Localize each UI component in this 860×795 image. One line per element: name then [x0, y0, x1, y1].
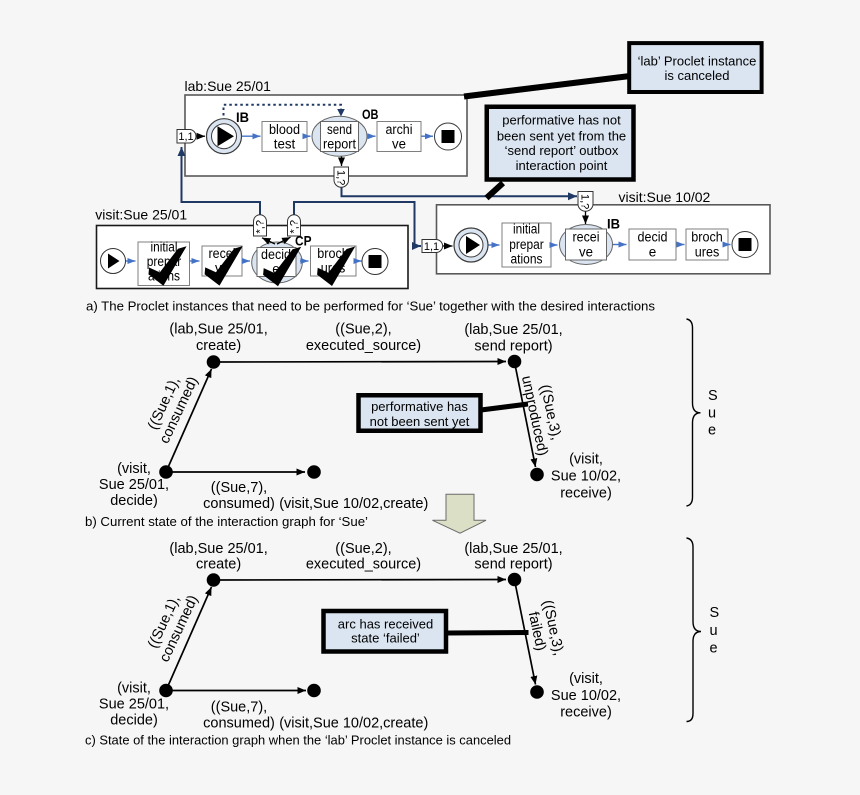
svg-text:prepar: prepar [509, 237, 544, 252]
svg-text:ve: ve [579, 245, 593, 260]
svg-text:initial: initial [151, 240, 178, 255]
svg-text:arc has received: arc has received [338, 616, 433, 631]
svg-text:interaction point: interaction point [516, 158, 608, 173]
svg-text:Sue 10/02,: Sue 10/02, [551, 688, 621, 704]
svg-text:1,?: 1,? [335, 170, 347, 185]
svg-text:decide): decide) [110, 713, 158, 729]
svg-text:decid: decid [638, 230, 668, 245]
svg-text:receive): receive) [560, 705, 612, 721]
svg-text:u: u [710, 623, 718, 639]
svg-text:(visit,: (visit, [569, 452, 603, 468]
svg-text:consumed): consumed) [203, 496, 275, 512]
svg-text:ations: ations [511, 252, 543, 267]
svg-text:(visit,: (visit, [117, 681, 151, 697]
svg-text:e: e [272, 262, 280, 277]
svg-text:visit:Sue 10/02: visit:Sue 10/02 [619, 189, 711, 205]
svg-text:IB: IB [607, 216, 620, 232]
svg-text:ve: ve [392, 137, 406, 152]
svg-text:Sue 25/01,: Sue 25/01, [99, 697, 169, 713]
svg-text:visit:Sue 25/01: visit:Sue 25/01 [95, 207, 187, 223]
svg-text:test: test [274, 137, 296, 152]
svg-text:report: report [323, 137, 356, 152]
svg-text:not been sent yet: not been sent yet [370, 414, 470, 429]
svg-text:lab:Sue 25/01: lab:Sue 25/01 [185, 78, 272, 94]
svg-text:create): create) [196, 557, 241, 573]
svg-text:state ‘failed’: state ‘failed’ [351, 631, 420, 646]
svg-text:(visit,Sue 10/02,create): (visit,Sue 10/02,create) [279, 496, 428, 512]
svg-text:ures: ures [695, 245, 720, 260]
svg-text:Sue 25/01,: Sue 25/01, [99, 477, 169, 493]
svg-text:1,?: 1,? [579, 194, 591, 209]
svg-text:‘lab’ Proclet instance: ‘lab’ Proclet instance [638, 54, 757, 69]
svg-text:((Sue,2),: ((Sue,2), [335, 541, 391, 557]
svg-text:(lab,Sue 25/01,: (lab,Sue 25/01, [464, 541, 562, 557]
svg-text:(visit,: (visit, [117, 461, 151, 477]
svg-text:performative has not: performative has not [502, 113, 621, 128]
svg-text:(lab,Sue 25/01,: (lab,Sue 25/01, [169, 322, 267, 338]
svg-text:S: S [708, 388, 718, 404]
svg-text:e: e [710, 641, 718, 657]
svg-text:(lab,Sue 25/01,: (lab,Sue 25/01, [464, 322, 562, 338]
svg-text:(visit,: (visit, [569, 671, 603, 687]
svg-text:(visit,Sue 10/02,create): (visit,Sue 10/02,create) [279, 716, 428, 732]
svg-text:OB: OB [362, 106, 379, 122]
svg-text:decid: decid [261, 247, 291, 262]
svg-text:((Sue,7),: ((Sue,7), [211, 700, 267, 716]
svg-text:c) State of the interaction gr: c) State of the interaction graph when t… [85, 732, 511, 747]
svg-text:e: e [649, 245, 657, 260]
svg-text:recei: recei [573, 230, 600, 245]
svg-text:broch: broch [691, 230, 723, 245]
svg-text:executed_source): executed_source) [306, 338, 421, 354]
svg-text:decide): decide) [110, 493, 158, 509]
svg-text:been sent yet from the: been sent yet from the [497, 128, 626, 143]
svg-text:‘send report’ outbox: ‘send report’ outbox [505, 143, 619, 158]
svg-text:u: u [708, 405, 716, 421]
svg-text:b) Current state of the intera: b) Current state of the interaction grap… [85, 514, 368, 529]
svg-text:1,1: 1,1 [178, 131, 193, 143]
svg-text:e: e [708, 423, 716, 439]
svg-text:consumed): consumed) [203, 716, 275, 732]
svg-text:executed_source): executed_source) [306, 557, 421, 573]
svg-text:IB: IB [236, 109, 249, 125]
svg-text:send: send [327, 122, 352, 137]
svg-text:Sue 10/02,: Sue 10/02, [551, 469, 621, 485]
svg-text:blood: blood [269, 122, 300, 137]
svg-text:a) The Proclet instances that: a) The Proclet instances that need to be… [86, 299, 656, 314]
svg-text:*,?: *,? [289, 220, 301, 233]
svg-text:archi: archi [386, 122, 413, 137]
svg-text:1,1: 1,1 [424, 241, 439, 253]
svg-text:((Sue,7),: ((Sue,7), [211, 480, 267, 496]
svg-text:S: S [710, 605, 720, 621]
svg-text:create): create) [196, 338, 241, 354]
svg-text:performative has: performative has [371, 399, 468, 414]
svg-text:*,?: *,? [255, 220, 267, 233]
svg-text:send report): send report) [474, 339, 552, 355]
svg-text:send report): send report) [474, 557, 552, 573]
svg-text:((Sue,2),: ((Sue,2), [335, 322, 391, 338]
svg-text:CP: CP [295, 233, 312, 249]
svg-text:(lab,Sue 25/01,: (lab,Sue 25/01, [169, 541, 267, 557]
svg-text:receive): receive) [560, 486, 612, 502]
svg-text:initial: initial [513, 221, 540, 236]
svg-text:is canceled: is canceled [664, 68, 729, 83]
